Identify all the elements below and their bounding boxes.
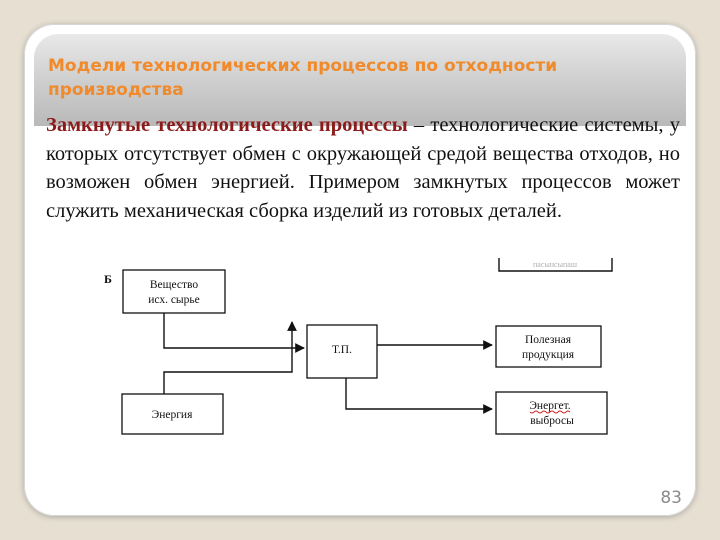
- definition-paragraph: Замкнутые технологические процессы – тех…: [46, 111, 680, 225]
- emission-label-line1: Энергет.: [529, 400, 570, 412]
- energy-label: Энергия: [152, 409, 193, 421]
- energy-input-box: Энергия: [121, 393, 224, 435]
- product-label-line2: продукция: [522, 349, 575, 361]
- material-label-line1: Вещество: [150, 279, 199, 291]
- emission-arrow: [345, 378, 493, 414]
- slide-card: Модели технологических процессов по отхо…: [24, 24, 696, 516]
- product-output-box: Полезная продукция: [495, 325, 602, 368]
- term-closed-processes: Замкнутые технологические процессы: [46, 114, 408, 136]
- panel-letter: Б: [104, 272, 112, 286]
- material-label-line2: исх. сырье: [148, 294, 200, 306]
- partial-top-box-text: пасынсыпаш: [533, 260, 578, 269]
- slide-title: Модели технологических процессов по отхо…: [48, 56, 558, 100]
- material-connector: [163, 313, 305, 353]
- process-box: Т.П.: [306, 324, 378, 379]
- material-input-box: Вещество исх. сырье: [122, 269, 226, 314]
- title-bar: Модели технологических процессов по отхо…: [34, 34, 686, 126]
- emission-label-line2: выбросы: [530, 415, 574, 427]
- process-label: Т.П.: [332, 344, 352, 356]
- spellcheck-underline: [529, 410, 571, 414]
- emission-output-box: Энергет. выбросы: [495, 391, 608, 435]
- definition-text: – технологические системы, у которых отс…: [46, 114, 681, 222]
- page-number: 83: [660, 488, 682, 508]
- partial-top-box: пасынсыпаш: [498, 258, 613, 272]
- product-label-line1: Полезная: [525, 334, 572, 346]
- process-diagram: Б пасынсыпаш Вещество исх. сырье Энергия…: [104, 258, 613, 435]
- energy-connector: [163, 321, 297, 394]
